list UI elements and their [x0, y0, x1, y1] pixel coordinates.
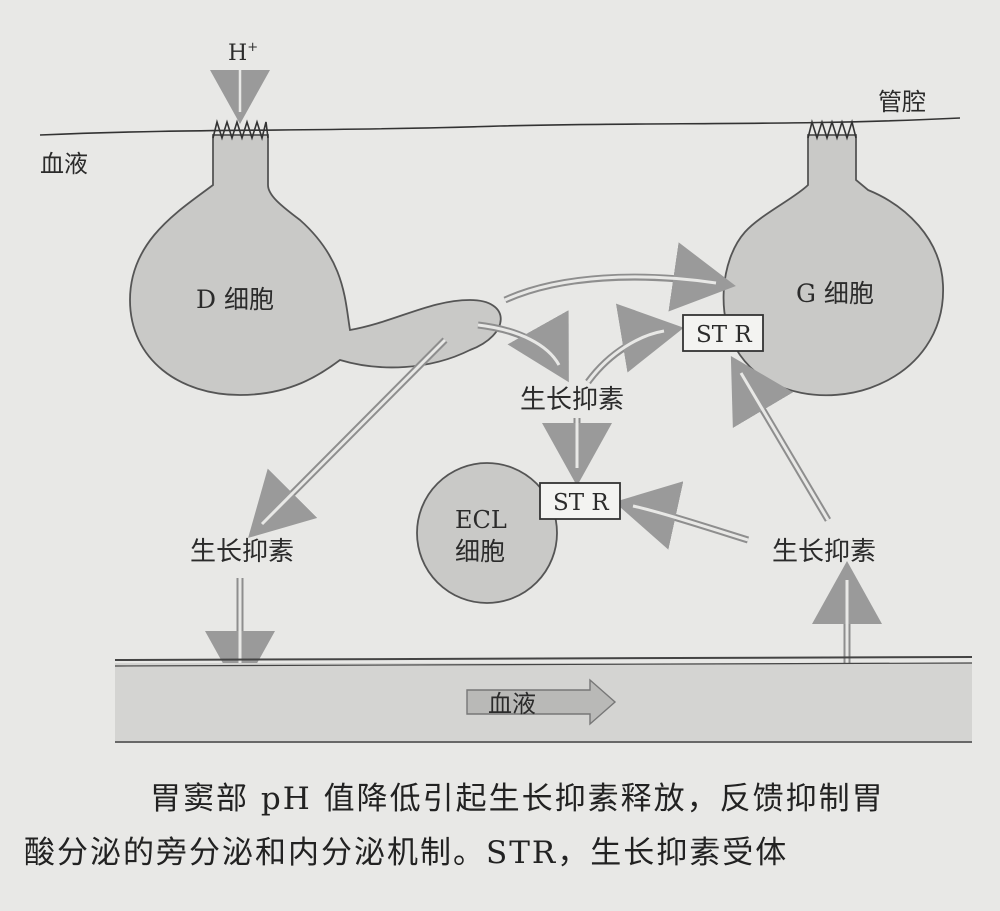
- somatostatin-right-label: 生长抑素: [772, 537, 876, 567]
- figure-caption: 胃窦部 pH 值降低引起生长抑素释放，反馈抑制胃 酸分泌的旁分泌和内分泌机制。S…: [150, 772, 980, 880]
- g-str-label: ST R: [696, 322, 752, 348]
- blood-top-label: 血液: [40, 150, 88, 178]
- lumen-label: 管腔: [878, 88, 926, 116]
- ecl-str-label: ST R: [553, 490, 609, 516]
- d-cell-label: D 细胞: [196, 285, 274, 314]
- caption-line-2: 酸分泌的旁分泌和内分泌机制。STR，生长抑素受体: [24, 826, 980, 880]
- somatostatin-center-label: 生长抑素: [520, 385, 624, 415]
- g-cell-label: G 细胞: [796, 279, 874, 308]
- ecl-cell-label-line2: 细胞: [455, 537, 505, 566]
- ecl-cell-label-line1: ECL: [455, 506, 507, 534]
- caption-line-1: 胃窦部 pH 值降低引起生长抑素释放，反馈抑制胃: [150, 781, 885, 817]
- somatostatin-left-label: 生长抑素: [190, 537, 294, 567]
- blood-vessel-label: 血液: [488, 690, 536, 718]
